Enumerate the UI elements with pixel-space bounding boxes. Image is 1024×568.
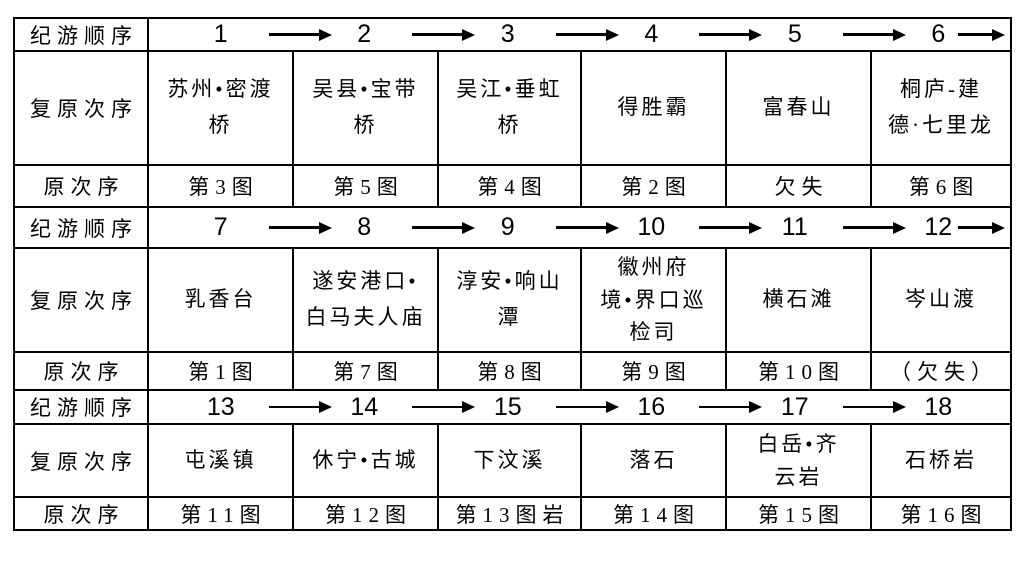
original-cell: 欠失 — [725, 164, 872, 208]
original-cell: 第5图 — [292, 164, 439, 208]
right-arrow-icon — [842, 401, 906, 413]
original-cell: 第7图 — [292, 351, 439, 391]
right-arrow-icon — [699, 28, 762, 41]
restoration-row-label: 复原次序 — [13, 423, 149, 498]
original-row-label: 原次序 — [13, 164, 149, 208]
restoration-cell: 吴县•宝带 桥 — [292, 50, 439, 166]
restoration-cell: 苏州•密渡 桥 — [147, 50, 294, 166]
original-cell: 第14图 — [580, 496, 727, 531]
journey-number: 7 — [213, 213, 228, 241]
journey-number: 5 — [787, 20, 802, 48]
journey-number: 8 — [357, 213, 372, 241]
original-cell: 第6图 — [869, 164, 1013, 208]
restoration-cell: 屯溪镇 — [147, 423, 294, 498]
original-cell: 第2图 — [580, 164, 727, 208]
journey-row-label: 纪游顺序 — [13, 206, 149, 249]
right-arrow-icon — [699, 401, 762, 413]
journey-number: 13 — [206, 392, 235, 421]
original-cell: 第16图 — [869, 496, 1013, 531]
journey-number: 3 — [500, 20, 515, 48]
journey-sequence-1: 1 2 3 4 5 6 — [146, 17, 1013, 52]
restoration-cell: 吴江•垂虹 桥 — [437, 50, 582, 166]
journey-number: 6 — [931, 20, 946, 48]
restoration-cell: 富春山 — [725, 50, 872, 166]
restoration-cell: 乳香台 — [147, 247, 294, 353]
restoration-cell: 徽州府 境•界口巡 检司 — [580, 247, 727, 353]
restoration-cell: 岑山渡 — [869, 247, 1013, 353]
journey-number: 9 — [500, 213, 515, 241]
journey-number: 12 — [924, 213, 953, 241]
original-cell: 第9图 — [580, 351, 727, 391]
journey-sequence-3: 13 14 15 16 17 18 — [146, 389, 1013, 425]
original-cell: 第12图 — [292, 496, 439, 531]
journey-row-label: 纪游顺序 — [13, 389, 149, 425]
original-cell: （欠失） — [869, 351, 1013, 391]
right-arrow-icon — [268, 28, 332, 41]
right-arrow-icon — [555, 221, 619, 234]
original-cell: 第15图 — [725, 496, 872, 531]
restoration-row-label: 复原次序 — [13, 50, 149, 166]
right-arrow-icon — [412, 221, 475, 234]
journey-row-3: 纪游顺序 13 14 15 16 17 18 — [13, 389, 1013, 425]
original-row-label: 原次序 — [13, 351, 149, 391]
journey-number: 10 — [637, 213, 666, 241]
journey-number: 2 — [357, 20, 372, 48]
restoration-cell: 遂安港口• 白马夫人庙 — [292, 247, 439, 353]
right-arrow-icon — [268, 401, 332, 413]
right-arrow-icon — [699, 221, 762, 234]
restoration-cell: 休宁•古城 — [292, 423, 439, 498]
restoration-cell: 白岳•齐 云岩 — [725, 423, 872, 498]
right-arrow-icon — [958, 221, 1006, 234]
journey-restoration-table: 纪游顺序 1 2 3 4 5 6 复原次序 苏州•密渡 桥 吴县•宝带 桥 吴江… — [13, 17, 1013, 531]
journey-row-1: 纪游顺序 1 2 3 4 5 6 — [13, 17, 1013, 52]
restoration-row-label: 复原次序 — [13, 247, 149, 353]
original-row-2: 原次序 第1图 第7图 第8图 第9图 第10图 （欠失） — [13, 351, 1013, 391]
restoration-cell: 落石 — [580, 423, 727, 498]
journey-number: 15 — [493, 392, 522, 421]
restoration-cell: 桐庐-建 德·七里龙 — [869, 50, 1013, 166]
right-arrow-icon — [842, 221, 906, 234]
right-arrow-icon — [268, 221, 332, 234]
restoration-row-3: 复原次序 屯溪镇 休宁•古城 下汶溪 落石 白岳•齐 云岩 石桥岩 — [13, 423, 1013, 498]
restoration-row-1: 复原次序 苏州•密渡 桥 吴县•宝带 桥 吴江•垂虹 桥 得胜霸 富春山 桐庐-… — [13, 50, 1013, 166]
right-arrow-icon — [412, 28, 475, 41]
original-cell: 第4图 — [437, 164, 582, 208]
journey-row-label: 纪游顺序 — [13, 17, 149, 52]
journey-restoration-table-wrap: 纪游顺序 1 2 3 4 5 6 复原次序 苏州•密渡 桥 吴县•宝带 桥 吴江… — [13, 17, 1013, 531]
right-arrow-icon — [842, 28, 906, 41]
restoration-cell: 下汶溪 — [437, 423, 582, 498]
right-arrow-icon — [412, 401, 475, 413]
right-arrow-icon — [555, 28, 619, 41]
original-cell: 第3图 — [147, 164, 294, 208]
original-cell: 第1图 — [147, 351, 294, 391]
original-cell: 第11图 — [147, 496, 294, 531]
original-cell: 第13图岩 — [437, 496, 582, 531]
journey-number: 1 — [213, 20, 228, 48]
right-arrow-icon — [958, 28, 1006, 41]
original-cell: 第8图 — [437, 351, 582, 391]
restoration-cell: 横石滩 — [725, 247, 872, 353]
journey-row-2: 纪游顺序 7 8 9 10 11 12 — [13, 206, 1013, 249]
journey-number: 14 — [350, 392, 379, 421]
original-row-label: 原次序 — [13, 496, 149, 531]
journey-number: 17 — [780, 392, 809, 421]
journey-sequence-2: 7 8 9 10 11 12 — [146, 206, 1013, 249]
journey-number: 16 — [637, 392, 666, 421]
original-row-3: 原次序 第11图 第12图 第13图岩 第14图 第15图 第16图 — [13, 496, 1013, 531]
original-cell: 第10图 — [725, 351, 872, 391]
right-arrow-icon — [555, 401, 619, 413]
restoration-row-2: 复原次序 乳香台 遂安港口• 白马夫人庙 淳安•响山 潭 徽州府 境•界口巡 检… — [13, 247, 1013, 353]
journey-number: 4 — [644, 20, 659, 48]
original-row-1: 原次序 第3图 第5图 第4图 第2图 欠失 第6图 — [13, 164, 1013, 208]
journey-number: 18 — [924, 392, 953, 421]
restoration-cell: 得胜霸 — [580, 50, 727, 166]
restoration-cell: 淳安•响山 潭 — [437, 247, 582, 353]
journey-number: 11 — [781, 213, 808, 241]
restoration-cell: 石桥岩 — [869, 423, 1013, 498]
